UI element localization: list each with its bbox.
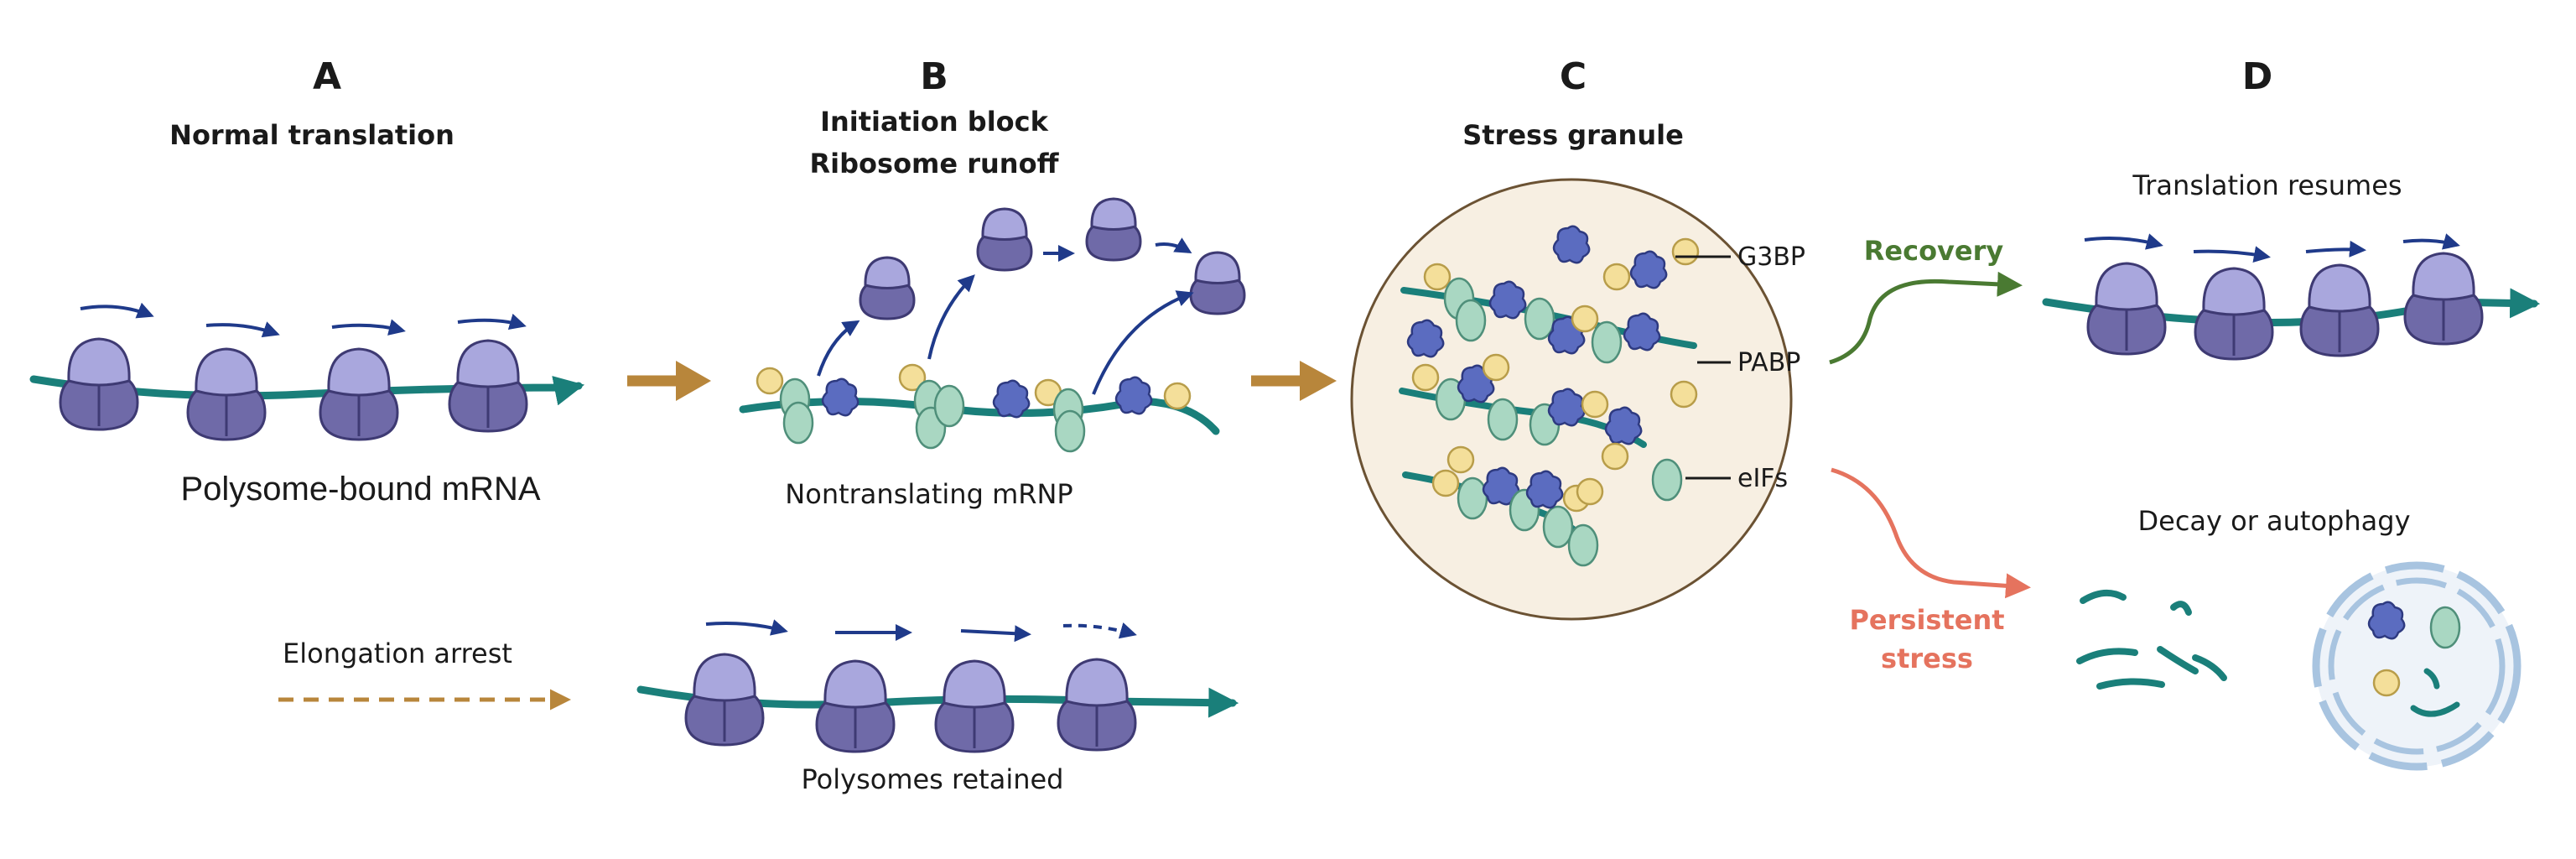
persistent-label-line1: Persistent xyxy=(1849,604,2004,636)
persistent-label-line2: stress xyxy=(1881,643,1973,674)
panel-a-letter: A xyxy=(313,55,341,98)
ribosome-icon xyxy=(2086,262,2167,356)
ribosome-icon xyxy=(59,337,139,431)
ribosome-icon xyxy=(2403,252,2484,346)
panel-b: B Initiation block Ribosome runoff Non xyxy=(278,55,1246,795)
autophagosome xyxy=(2312,561,2521,771)
panel-c-letter: C xyxy=(1560,55,1587,98)
ribosome-icon xyxy=(2194,267,2274,361)
ribosome-icon xyxy=(448,339,528,433)
panel-d-top-title: Translation resumes xyxy=(2132,169,2402,201)
g3bp-icon xyxy=(1114,376,1153,415)
pabp-icon xyxy=(1482,353,1510,382)
pabp-label: PABP xyxy=(1737,348,1800,377)
panel-b-caption: Nontranslating mRNP xyxy=(785,478,1072,510)
g3bp-icon xyxy=(1547,388,1586,427)
panel-b-title-line1: Initiation block xyxy=(820,106,1049,138)
panel-d-bottom-title: Decay or autophagy xyxy=(2137,505,2410,537)
g3bp-icon xyxy=(1552,225,1591,264)
pabp-icon xyxy=(1670,380,1698,409)
pabp-icon xyxy=(1576,477,1604,506)
motion-arrows xyxy=(2084,233,2460,263)
ribosome-icon xyxy=(815,659,896,753)
pabp-icon xyxy=(1423,263,1452,291)
pabp-icon xyxy=(1671,237,1700,266)
flow-arrow-b-c xyxy=(1251,361,1337,401)
pabp-icon xyxy=(1601,442,1629,471)
g3bp-icon xyxy=(1488,280,1527,320)
g3bp-icon xyxy=(1623,312,1661,351)
ribosome-icon xyxy=(684,653,765,747)
recovery-arrow xyxy=(1829,271,2023,365)
pabp-icon xyxy=(1431,469,1460,497)
eif-icon xyxy=(1054,409,1086,453)
g3bp-icon xyxy=(2367,601,2406,640)
panel-a-title: Normal translation xyxy=(169,119,454,151)
eif-icon xyxy=(1455,299,1487,342)
persistent-stress-arrow xyxy=(1831,467,2031,599)
panel-d-letter: D xyxy=(2242,55,2273,98)
motion-arrows xyxy=(80,302,527,338)
ribosome-icon xyxy=(2299,263,2380,357)
recovery-label: Recovery xyxy=(1864,235,2004,267)
g3bp-icon xyxy=(1629,250,1668,289)
eif-icon xyxy=(1487,398,1519,441)
mrna-fragments xyxy=(2076,589,2227,690)
eif-icon xyxy=(1591,320,1623,364)
pabp-icon xyxy=(1571,305,1599,333)
g3bp-icon xyxy=(1406,319,1445,358)
eif-icon xyxy=(1651,458,1683,502)
ribosome-icon xyxy=(976,207,1033,272)
runoff-arrows xyxy=(817,237,1194,395)
eif-icon xyxy=(2429,606,2461,649)
panel-d: D Recovery Persistent stress Translation… xyxy=(1829,55,2541,771)
g3bp-icon xyxy=(821,377,860,417)
ribosome-icon xyxy=(186,347,267,441)
pabp-icon xyxy=(1411,363,1440,392)
pabp-icon xyxy=(1163,382,1192,410)
ribosome-icon xyxy=(859,256,916,320)
eif-icon xyxy=(933,384,965,428)
elongation-arrest-label: Elongation arrest xyxy=(283,638,512,669)
eif-icon xyxy=(782,401,814,445)
flow-arrow-a-b xyxy=(627,361,711,401)
panel-a: A Normal translation Polysome-bound mRNA xyxy=(29,55,585,508)
g3bp-icon xyxy=(992,379,1031,419)
ribosome-icon xyxy=(1057,658,1137,752)
g3bp-icon xyxy=(1604,406,1643,445)
pabp-icon xyxy=(1602,263,1631,291)
pabp-icon xyxy=(1446,445,1475,474)
ribosome-icon xyxy=(934,659,1015,753)
panel-b-lower-caption: Polysomes retained xyxy=(802,763,1064,795)
pabp-icon xyxy=(1581,390,1609,419)
pabp-icon xyxy=(756,367,784,395)
ribosome-icon xyxy=(1085,197,1142,262)
panel-c-title: Stress granule xyxy=(1462,119,1684,151)
panel-c: C Stress granule xyxy=(1350,55,1805,621)
eif-icon xyxy=(1524,297,1555,341)
eif-icon xyxy=(1567,523,1599,567)
g3bp-icon xyxy=(1525,470,1564,509)
eifs-label: eIFs xyxy=(1737,464,1788,493)
eif-icon xyxy=(1542,505,1574,549)
motion-arrows xyxy=(705,619,1137,643)
panel-b-title-line2: Ribosome runoff xyxy=(810,148,1060,180)
ribosome-icon xyxy=(319,347,399,441)
eif-icon xyxy=(1457,476,1488,520)
pabp-icon xyxy=(2372,669,2401,697)
g3bp-label: G3BP xyxy=(1737,242,1805,272)
ribosome-icon xyxy=(1189,251,1246,315)
panel-b-letter: B xyxy=(920,55,948,98)
panel-a-caption: Polysome-bound mRNA xyxy=(180,471,540,508)
